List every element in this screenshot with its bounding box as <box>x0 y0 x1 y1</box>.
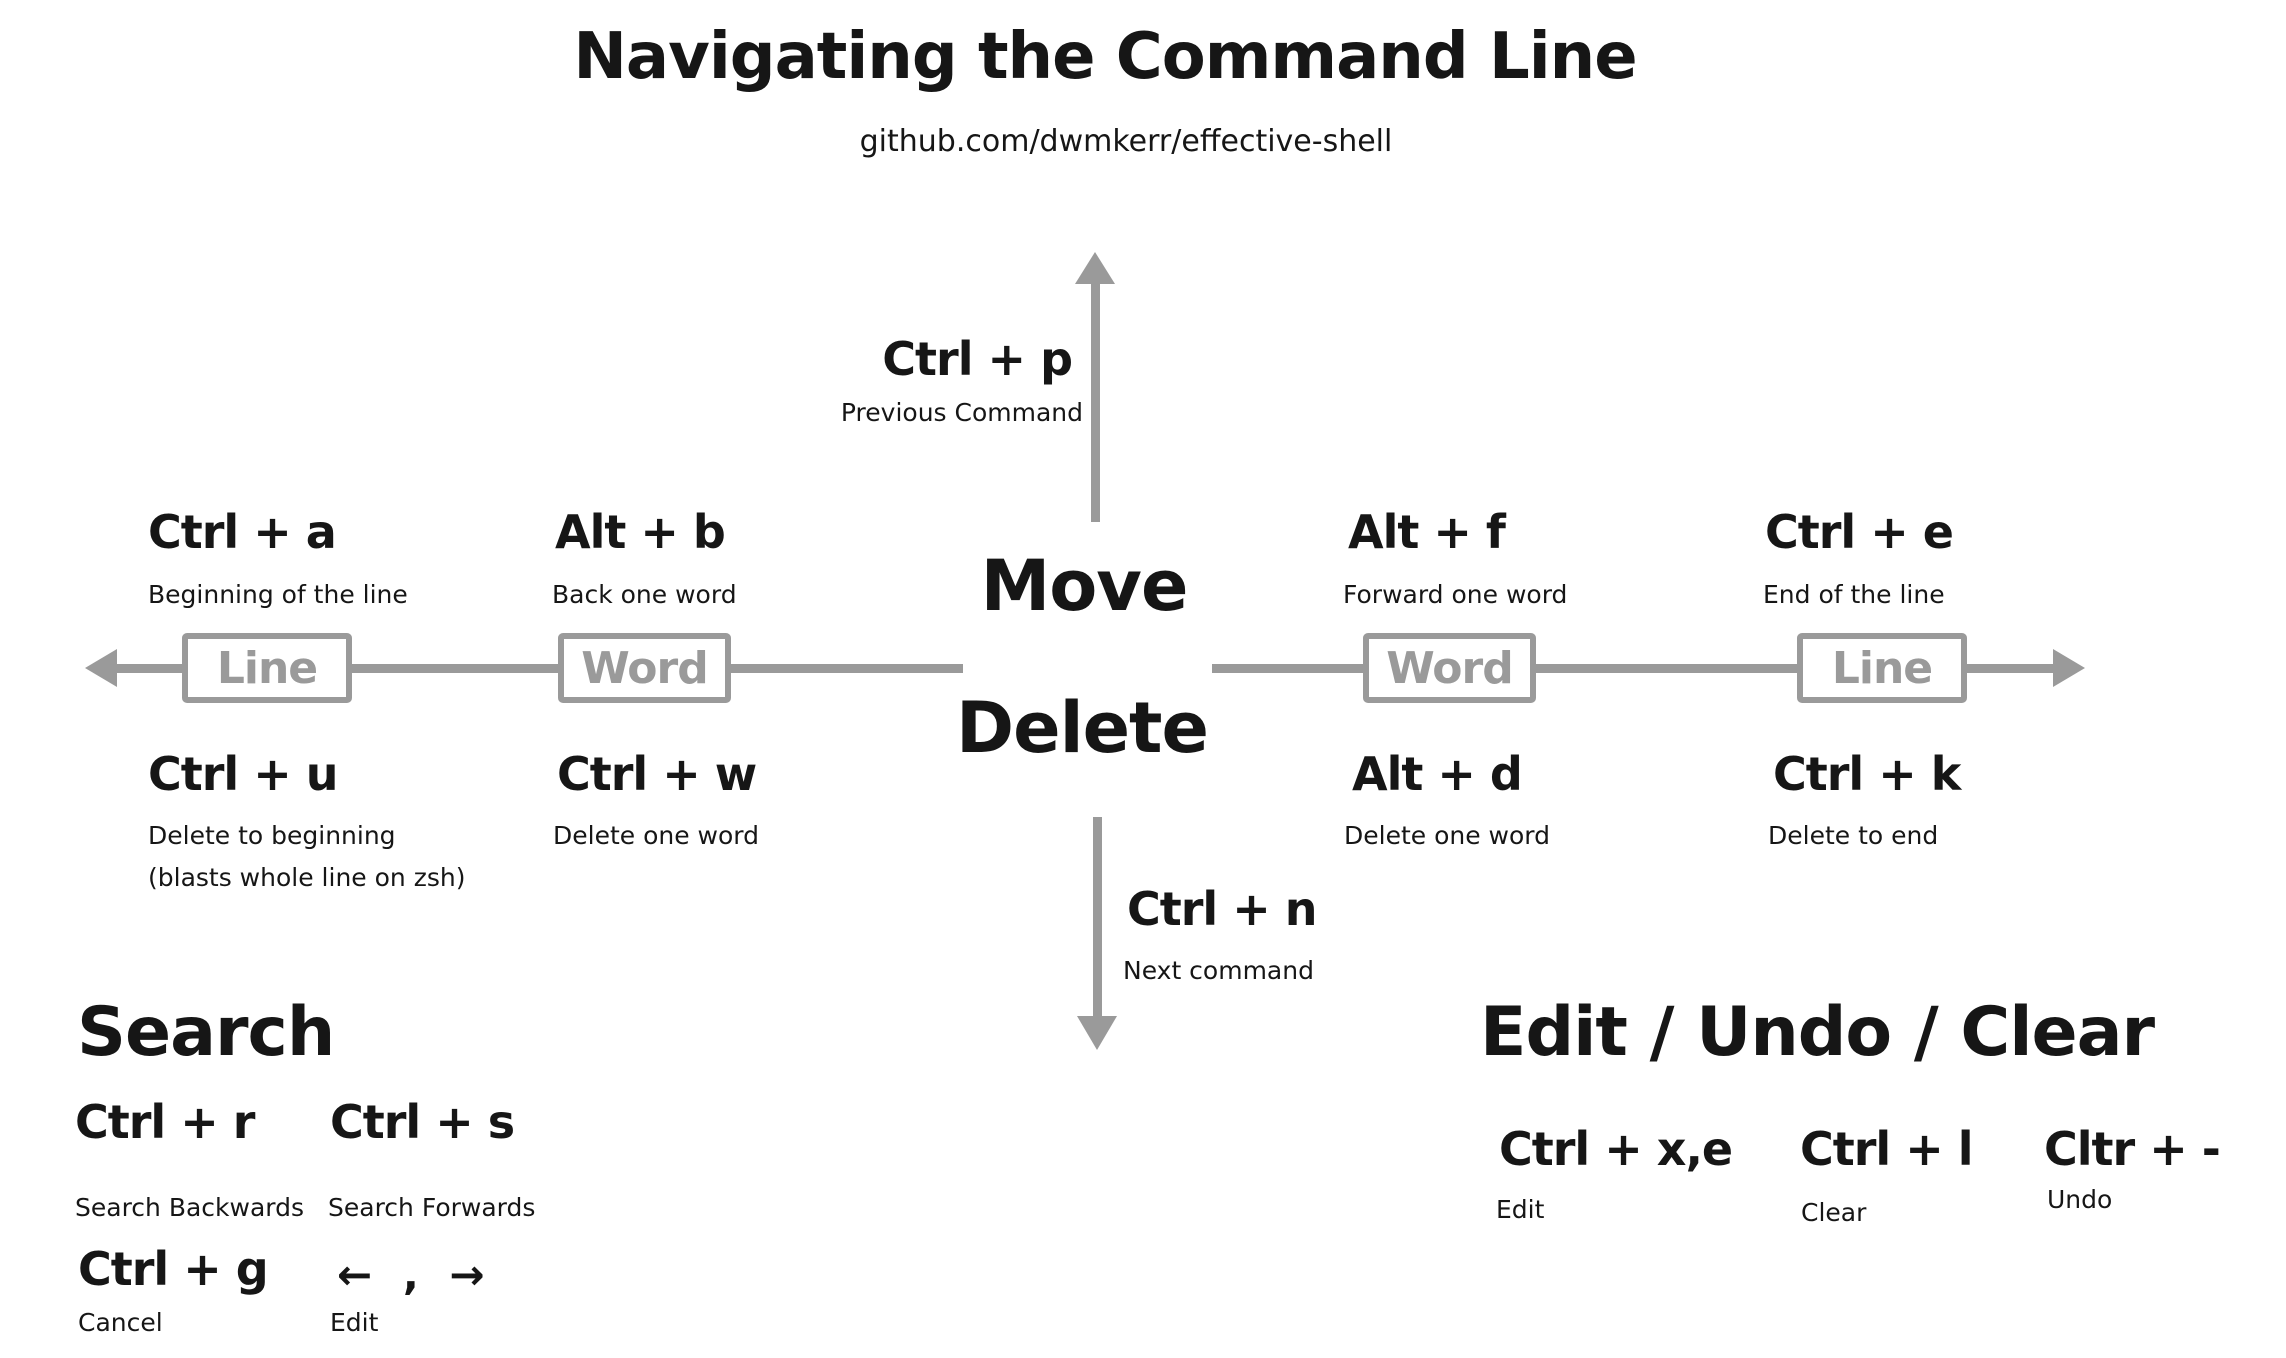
ctrl-k-keys: Ctrl + k <box>1773 747 1961 801</box>
axis-line-segment <box>100 664 184 673</box>
arrow-head <box>1075 252 1115 284</box>
alt-f-desc: Forward one word <box>1343 580 1568 609</box>
page-title: Navigating the Command Line <box>573 20 1637 94</box>
axis-line-segment <box>1965 664 2058 673</box>
ctrl-e-desc: End of the line <box>1763 580 1945 609</box>
arrow-shaft <box>1093 817 1102 1019</box>
ctrl-a-desc: Beginning of the line <box>148 580 408 609</box>
ctrl-g-keys: Ctrl + g <box>78 1242 269 1296</box>
ctrl-u-note: (blasts whole line on zsh) <box>148 863 466 892</box>
right-arrow-icon <box>2053 649 2085 687</box>
alt-d-desc: Delete one word <box>1344 821 1551 850</box>
alt-b-desc: Back one word <box>552 580 737 609</box>
arrow-keys-desc: Edit <box>330 1308 379 1337</box>
word-box-left: Word <box>558 633 731 703</box>
ctrl-p-desc: Previous Command <box>840 398 1083 427</box>
axis-line-segment <box>729 664 963 673</box>
cltr-minus-desc: Undo <box>2047 1185 2113 1214</box>
ctrl-u-desc: Delete to beginning <box>148 821 396 850</box>
search-heading: Search <box>77 993 335 1072</box>
ctrl-s-keys: Ctrl + s <box>330 1095 515 1149</box>
ctrl-s-desc: Search Forwards <box>328 1193 536 1222</box>
page-subtitle: github.com/dwmkerr/effective-shell <box>859 124 1393 159</box>
ctrl-r-desc: Search Backwards <box>75 1193 305 1222</box>
alt-d-keys: Alt + d <box>1352 747 1523 801</box>
ctrl-l-keys: Ctrl + l <box>1800 1122 1974 1176</box>
axis-line-segment <box>1534 664 1799 673</box>
ctrl-l-desc: Clear <box>1801 1198 1867 1227</box>
ctrl-p-keys: Ctrl + p <box>882 332 1073 386</box>
ctrl-xe-keys: Ctrl + x,e <box>1499 1122 1733 1176</box>
axis-line-segment <box>350 664 560 673</box>
ctrl-xe-desc: Edit <box>1496 1195 1545 1224</box>
alt-f-keys: Alt + f <box>1348 505 1506 559</box>
ctrl-n-desc: Next command <box>1123 956 1314 985</box>
ctrl-r-keys: Ctrl + r <box>75 1095 255 1149</box>
axis-line-segment <box>1212 664 1365 673</box>
edit-undo-clear-heading: Edit / Undo / Clear <box>1480 993 2155 1072</box>
word-box-label: Word <box>581 642 708 694</box>
ctrl-n-keys: Ctrl + n <box>1127 882 1318 936</box>
left-right-arrow-keys-icon: ← , → <box>337 1250 493 1299</box>
arrow-shaft <box>1091 278 1100 522</box>
arrow-head <box>1077 1016 1117 1050</box>
cltr-minus-keys: Cltr + - <box>2044 1122 2221 1176</box>
ctrl-e-keys: Ctrl + e <box>1765 505 1954 559</box>
alt-b-keys: Alt + b <box>555 505 726 559</box>
line-box-label: Line <box>216 642 318 694</box>
ctrl-u-keys: Ctrl + u <box>148 747 339 801</box>
ctrl-w-keys: Ctrl + w <box>557 747 757 801</box>
line-box-label: Line <box>1831 642 1933 694</box>
ctrl-g-desc: Cancel <box>78 1308 163 1337</box>
move-label: Move <box>980 545 1189 627</box>
word-box-label: Word <box>1386 642 1513 694</box>
line-box-right: Line <box>1797 633 1967 703</box>
line-box-left: Line <box>182 633 352 703</box>
left-arrow-icon <box>85 649 117 687</box>
word-box-right: Word <box>1363 633 1536 703</box>
ctrl-a-keys: Ctrl + a <box>148 505 337 559</box>
ctrl-k-desc: Delete to end <box>1768 821 1939 850</box>
ctrl-w-desc: Delete one word <box>553 821 760 850</box>
delete-label: Delete <box>956 687 1209 769</box>
